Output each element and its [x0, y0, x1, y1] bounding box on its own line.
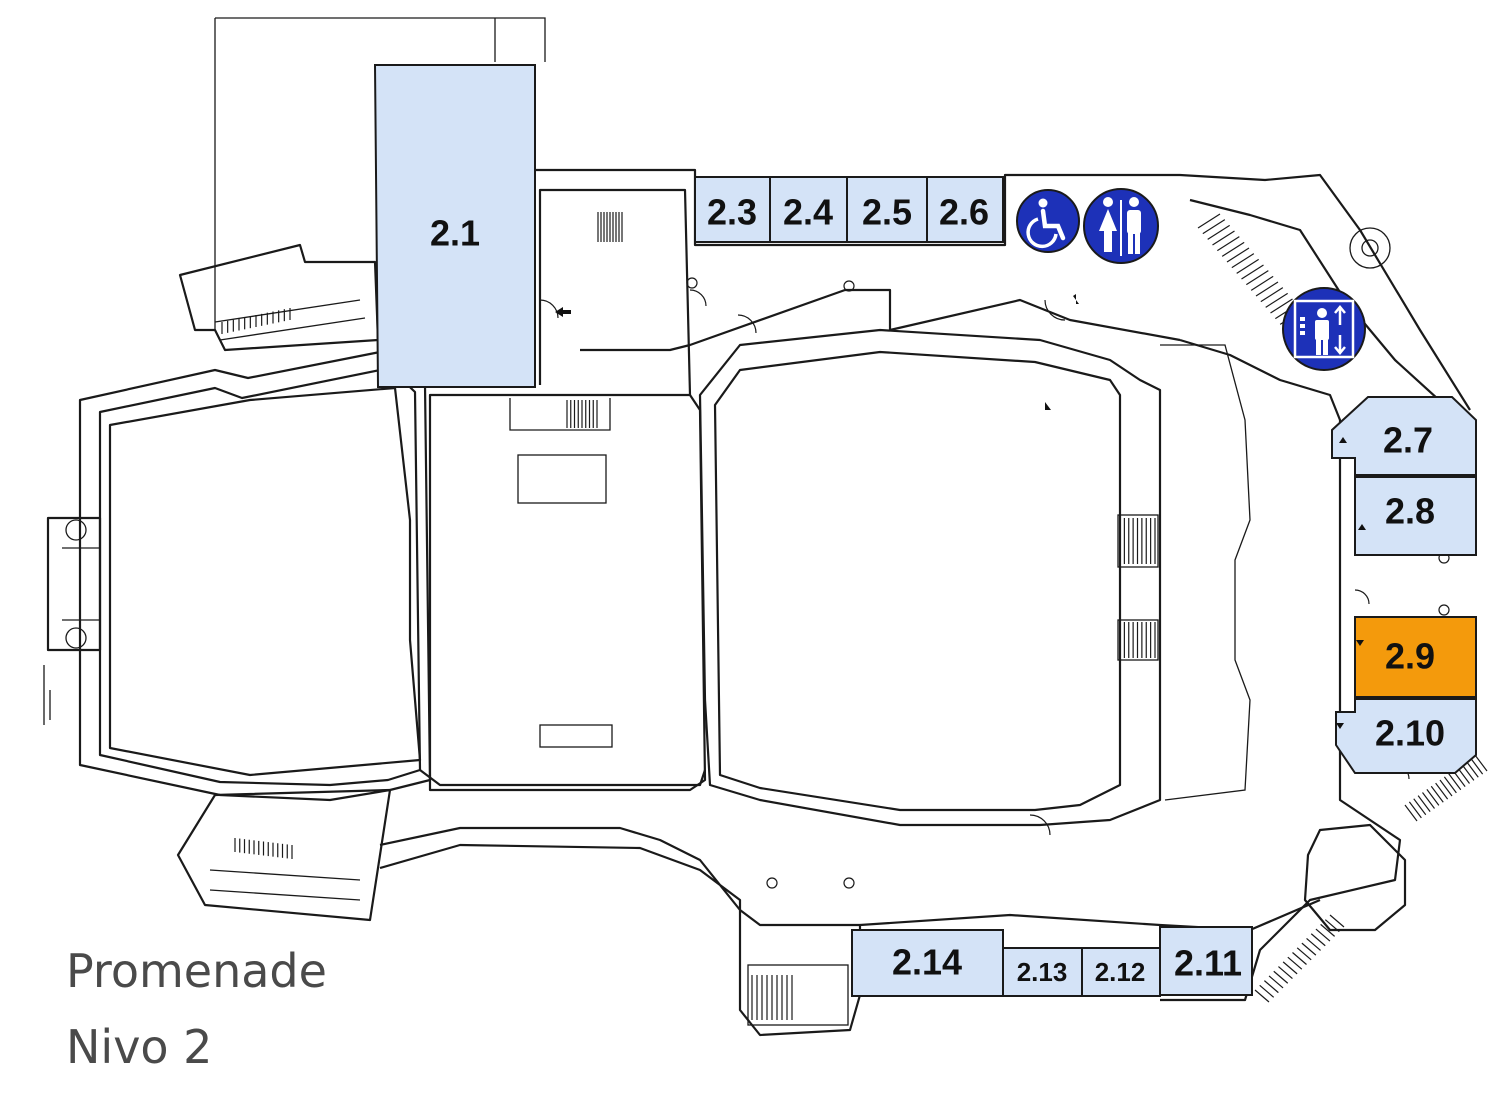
stair-tread [1474, 754, 1488, 772]
stair-tread [1413, 798, 1427, 816]
room-2-8[interactable] [1354, 476, 1477, 556]
stair-tread [1301, 942, 1317, 956]
stair-tread [1426, 789, 1440, 806]
stair-tread [1250, 275, 1274, 291]
stair-tread [1282, 961, 1298, 975]
map-title-line1: Promenade [66, 944, 327, 998]
stair-tread [1212, 230, 1235, 246]
room-label-2-9: 2.9 [1385, 636, 1435, 677]
stair-tread [1408, 801, 1422, 819]
stair-tread [1278, 966, 1293, 980]
stair-tread [1255, 281, 1279, 297]
stair-tread [1273, 970, 1289, 984]
stair-tread [1263, 980, 1279, 994]
stair-tread [1287, 956, 1303, 970]
room-2-7[interactable] [1331, 396, 1477, 476]
stair-tread [1443, 776, 1457, 794]
room-2-5[interactable] [846, 176, 928, 243]
stairs [221, 212, 1488, 1020]
stair-tread [1260, 287, 1284, 303]
stair-tread [1268, 975, 1284, 989]
stair-tread [1461, 764, 1475, 781]
room-2-1[interactable] [373, 64, 536, 388]
stair-tread [1254, 989, 1270, 1003]
room-2-12[interactable] [1081, 947, 1161, 997]
room-labels: 2.1 2.3 2.4 2.5 2.6 2.7 2.8 2.9 2.10 2.1… [430, 192, 1445, 988]
room-label-2-12: 2.12 [1095, 957, 1146, 987]
map-title-line2: Nivo 2 [66, 1020, 213, 1074]
stair-tread [1324, 919, 1340, 933]
stair-tread [1270, 298, 1293, 314]
stair-tread [1241, 264, 1264, 280]
room-2-9[interactable] [1354, 616, 1477, 698]
stair-tread [1417, 795, 1431, 812]
room-2-14[interactable] [851, 929, 1004, 997]
wheelchair-accessible-icon [1016, 189, 1080, 253]
direction-arrows [555, 294, 1366, 729]
arrow-up-icon [1358, 524, 1366, 530]
stair-tread [1422, 792, 1435, 809]
stair-tread [1439, 779, 1453, 797]
stair-tread [1465, 760, 1479, 778]
stair-tread [1217, 236, 1240, 252]
room-label-2-7: 2.7 [1383, 420, 1433, 461]
stair-tread [1197, 213, 1221, 229]
elevator-icon [1282, 287, 1366, 371]
arrow-up-icon [1339, 437, 1347, 443]
stair-tread [1231, 253, 1255, 269]
doors [539, 277, 1450, 889]
room-label-2-3: 2.3 [707, 192, 757, 233]
room-label-2-14: 2.14 [892, 942, 962, 983]
room-label-2-5: 2.5 [862, 192, 912, 233]
rooms [373, 64, 1477, 997]
stair-tread [1306, 937, 1321, 951]
stair-tread [1470, 757, 1484, 775]
stair-tread [1259, 984, 1275, 998]
stair-tread [1320, 923, 1336, 937]
room-2-3[interactable] [694, 176, 771, 243]
stair-tread [1435, 782, 1449, 800]
stair-tread [1265, 292, 1288, 308]
restroom-icon [1083, 188, 1159, 264]
stair-tread [1221, 241, 1245, 257]
room-2-10[interactable] [1335, 698, 1477, 774]
arrow-down-icon [1073, 294, 1079, 304]
building-walls [43, 17, 1471, 1037]
room-label-2-10: 2.10 [1375, 713, 1445, 754]
stair-tread [1236, 258, 1259, 274]
stair-tread [1246, 270, 1269, 286]
room-label-2-1: 2.1 [430, 213, 480, 254]
room-label-2-4: 2.4 [783, 192, 833, 233]
arrow-down-icon [1336, 723, 1344, 729]
stair-tread [1296, 947, 1312, 961]
stair-tread [1292, 952, 1307, 965]
stair-tread [1226, 247, 1250, 263]
room-label-2-11: 2.11 [1174, 943, 1242, 984]
stair-tread [1329, 914, 1345, 928]
arrow-left-icon [555, 307, 571, 317]
stair-tread [1448, 773, 1462, 791]
stair-tread [1202, 219, 1226, 235]
room-label-2-6: 2.6 [939, 192, 989, 233]
stair-tread [1430, 785, 1444, 803]
arrow-down-icon [1356, 640, 1364, 646]
stair-tread [1404, 804, 1418, 822]
room-label-2-13: 2.13 [1017, 957, 1068, 987]
arrow-down-icon [1045, 402, 1051, 410]
stair-tread [1310, 933, 1326, 947]
room-label-2-8: 2.8 [1385, 491, 1435, 532]
stair-tread [1315, 928, 1331, 942]
stair-tread [1207, 224, 1230, 240]
room-2-6[interactable] [926, 176, 1004, 243]
